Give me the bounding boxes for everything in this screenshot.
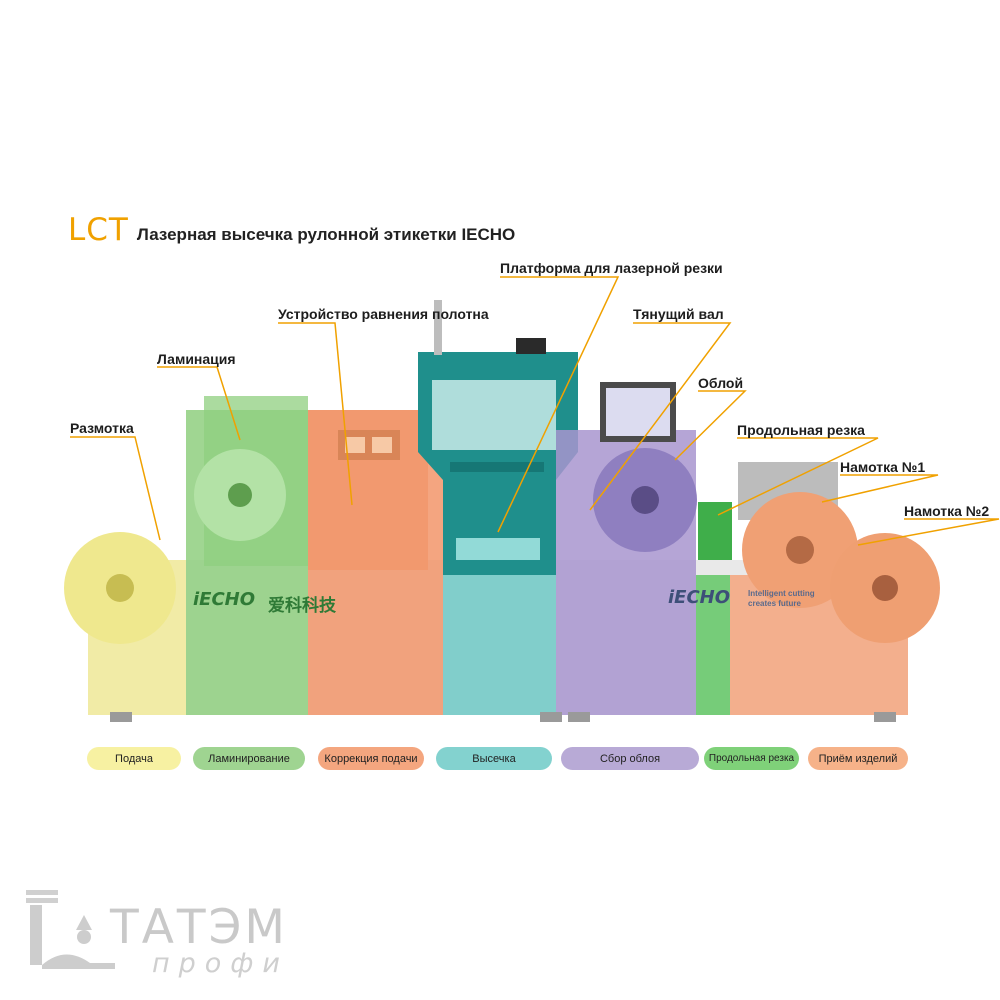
callout-namotka2: Намотка №2 bbox=[904, 503, 990, 519]
logo-right: iECHO bbox=[668, 587, 731, 608]
stage-laminirovanie: Ламинирование bbox=[193, 747, 305, 770]
stage-sbor-obloya: Сбор облоя bbox=[561, 747, 699, 770]
watermark-logo-mark bbox=[26, 890, 115, 969]
watermark-sub: профи bbox=[152, 948, 289, 979]
callout-platforma: Платформа для лазерной резки bbox=[500, 260, 723, 276]
page-title: LCT Лазерная высечка рулонной этикетки I… bbox=[68, 212, 515, 248]
zone-slit bbox=[696, 575, 730, 715]
callout-val: Тянущий вал bbox=[633, 306, 724, 322]
callout-namotka1: Намотка №1 bbox=[840, 459, 926, 475]
logo-left-cn: 爱科科技 bbox=[268, 596, 336, 616]
stage-prodolnaya: Продольная резка bbox=[704, 747, 799, 770]
callout-prodolnaya: Продольная резка bbox=[737, 422, 865, 438]
slogan-line-1: Intelligent cutting bbox=[748, 589, 815, 598]
stage-korrektsiya: Коррекция подачи bbox=[318, 747, 424, 770]
stage-vysechka: Высечка bbox=[436, 747, 552, 770]
callout-obloy: Облой bbox=[698, 375, 744, 391]
logo-left: iECHO bbox=[193, 589, 256, 610]
slogan-line-2: creates future bbox=[748, 599, 801, 608]
stage-priem: Приём изделий bbox=[808, 747, 908, 770]
watermark-brand: ТАТЭМ bbox=[110, 900, 288, 955]
zone-cut bbox=[443, 575, 556, 715]
title-text: Лазерная высечка рулонной этикетки IECHO bbox=[136, 225, 516, 244]
stage-podacha: Подача bbox=[87, 747, 181, 770]
title-prefix: LCT bbox=[68, 212, 129, 248]
logo-slogan: Intelligent cutting creates future bbox=[748, 589, 815, 609]
callout-leaders bbox=[70, 276, 1000, 546]
callout-ravnenie: Устройство равнения полотна bbox=[278, 306, 489, 322]
callout-razmotka: Размотка bbox=[70, 420, 134, 436]
zone-waste bbox=[556, 575, 696, 715]
callout-laminatsiya: Ламинация bbox=[157, 351, 236, 367]
